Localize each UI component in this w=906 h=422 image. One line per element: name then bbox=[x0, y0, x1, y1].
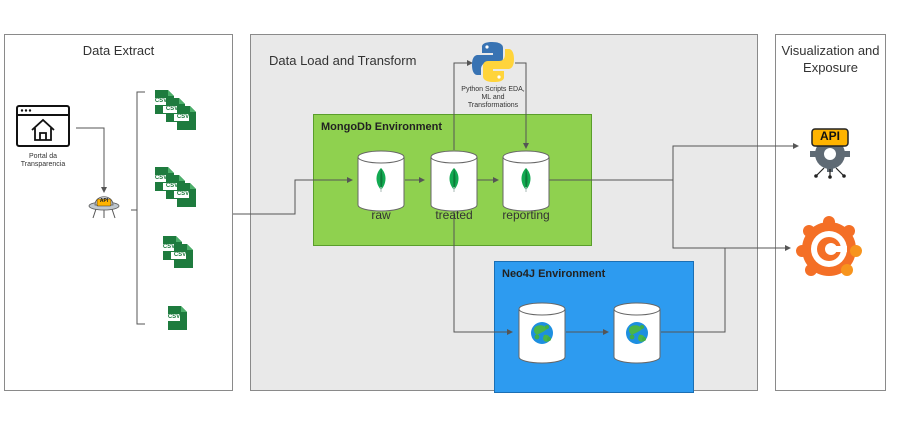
db-reporting-cylinder bbox=[502, 150, 550, 212]
csv-file-label: CSV bbox=[177, 191, 189, 197]
csv-stack-1: CSV CSV CSV bbox=[152, 90, 196, 130]
db-treated-cylinder bbox=[430, 150, 478, 212]
python-logo-icon bbox=[472, 42, 514, 82]
csv-file-label: CSV bbox=[155, 175, 167, 181]
csv-file-label: CSV bbox=[174, 252, 186, 258]
db-reporting-label: reporting bbox=[502, 208, 550, 222]
portal-label: Portal da Transparencia bbox=[20, 153, 66, 168]
csv-file-label: CSV bbox=[166, 106, 178, 112]
neo4j-environment-title: Neo4J Environment bbox=[502, 268, 606, 280]
csv-stack-4: CSV bbox=[165, 306, 187, 330]
db-raw-label: raw bbox=[371, 208, 391, 222]
data-extract-panel: Data Extract bbox=[4, 34, 233, 391]
mongodb-environment-title: MongoDb Environment bbox=[321, 121, 442, 133]
csv-file-label: CSV bbox=[155, 98, 167, 104]
grafana-logo-icon bbox=[796, 216, 862, 276]
browser-home-icon bbox=[16, 105, 70, 147]
data-extract-title: Data Extract bbox=[82, 43, 155, 58]
csv-file-label: CSV bbox=[166, 183, 178, 189]
api-robot-icon bbox=[88, 196, 120, 219]
csv-stack-2: CSV CSV CSV bbox=[152, 167, 196, 207]
neo4j-db-cylinder-2 bbox=[613, 302, 661, 364]
neo4j-db-cylinder-1 bbox=[518, 302, 566, 364]
data-transform-title: Data Load and Transform bbox=[269, 53, 417, 68]
csv-file-label: CSV bbox=[163, 244, 175, 250]
visualization-title: Visualization and Exposure bbox=[781, 43, 880, 75]
db-raw-cylinder bbox=[357, 150, 405, 212]
visualization-panel: Visualization and Exposure bbox=[775, 34, 886, 391]
connectors bbox=[76, 60, 799, 335]
csv-file-label: CSV bbox=[177, 114, 189, 120]
api-robot-text: API bbox=[100, 198, 109, 204]
api-gear-text: API bbox=[820, 129, 840, 143]
csv-group-brace bbox=[131, 91, 145, 325]
api-gear-icon bbox=[810, 128, 850, 179]
python-scripts-label: Python Scripts EDA, ML and Transformatio… bbox=[461, 86, 525, 109]
csv-file-label: CSV bbox=[168, 314, 180, 320]
db-treated-label: treated bbox=[435, 208, 473, 222]
csv-stack-3: CSV CSV bbox=[160, 236, 193, 268]
